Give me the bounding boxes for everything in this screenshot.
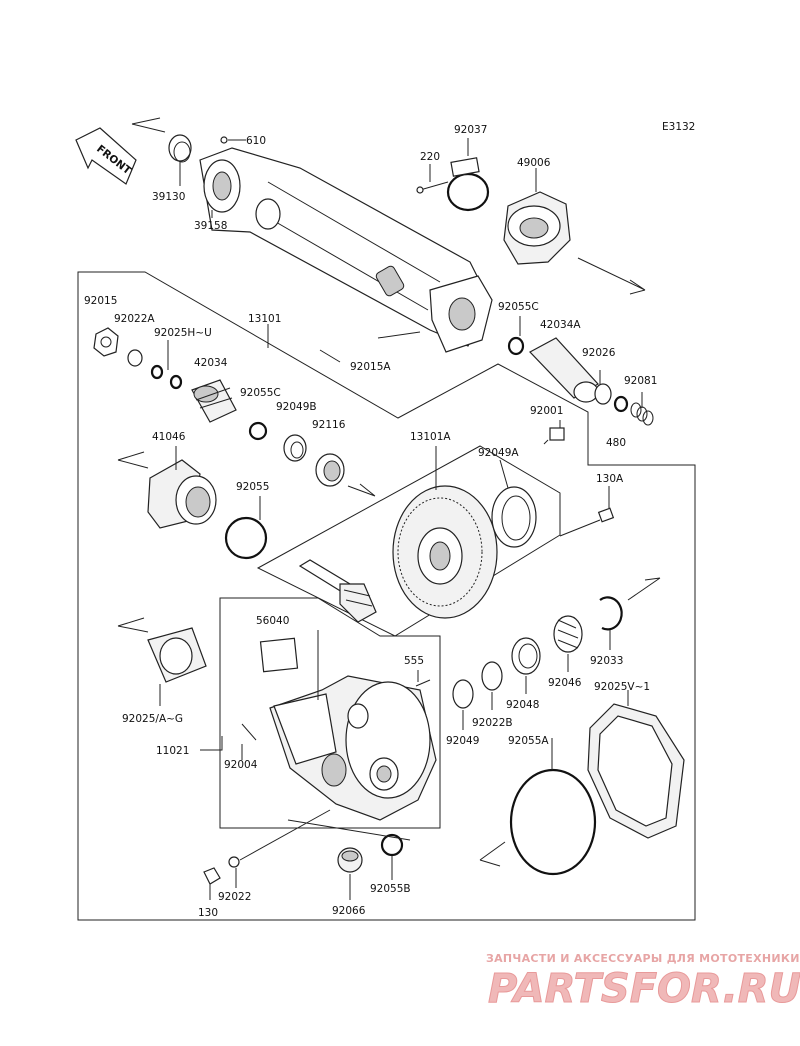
label-92025HU: 92025H~U (154, 327, 212, 339)
label-92066: 92066 (332, 905, 366, 917)
label-92022B: 92022B (472, 717, 513, 729)
label-480: 480 (606, 437, 626, 449)
needle-bearing-92046 (553, 615, 583, 653)
gasket-92025AG (147, 627, 207, 683)
label-92004: 92004 (224, 759, 258, 771)
watermark-tagline: ЗАПЧАСТИ И АКСЕССУАРЫ ДЛЯ МОТОТЕХНИКИ (486, 952, 800, 965)
label-42034: 42034 (194, 357, 228, 369)
label-13101: 13101 (248, 313, 281, 325)
washer-92022 (228, 856, 240, 868)
housing-41046 (147, 459, 217, 529)
collar-42034A (529, 337, 599, 403)
boot-49006 (503, 168, 571, 265)
label-plate-56040 (259, 637, 299, 673)
label-49006: 49006 (517, 157, 551, 169)
label-92022: 92022 (218, 891, 251, 903)
drive-shaft-housing (199, 147, 493, 353)
label-41046: 41046 (152, 431, 186, 443)
bolt-92001 (543, 427, 565, 445)
direction-arrows (117, 117, 661, 867)
label-92022A: 92022A (114, 313, 155, 325)
label-92025AG: 92025/A~G (122, 713, 183, 725)
seal-39130 (168, 134, 192, 163)
bottom-parts (203, 596, 685, 885)
label-39130: 39130 (152, 191, 185, 203)
label-92001: 92001 (530, 405, 563, 417)
label-92055B: 92055B (370, 883, 411, 895)
oring-92055B (380, 833, 404, 857)
coupling-42034 (191, 379, 237, 423)
label-130A: 130A (596, 473, 624, 485)
label-220: 220 (420, 151, 440, 163)
clamp-92037 (446, 138, 490, 212)
seal-92049 (452, 679, 474, 709)
seal-92049A (491, 486, 537, 548)
label-92026: 92026 (582, 347, 616, 359)
label-11021: 11021 (156, 745, 189, 757)
label-92025VI: 92025V~1 (594, 681, 650, 693)
nut-92015 (93, 327, 119, 357)
washer-92026 (594, 383, 612, 405)
ring-gear-13101A (392, 485, 498, 619)
diagram-code: E3132 (662, 121, 695, 133)
bolt-130A (559, 507, 615, 537)
plug-92066 (337, 847, 363, 873)
front-arrow-icon: FRONT (75, 127, 137, 185)
housing-frame (219, 597, 441, 829)
oring-92055C-right (507, 336, 525, 356)
oring-92055C-left (248, 421, 268, 441)
oring-480 (613, 395, 629, 413)
pinion-13101 (298, 559, 377, 623)
watermark-brand: PARTSFOR.RU (488, 966, 800, 1012)
bolt-130 (203, 867, 221, 885)
label-92037: 92037 (454, 124, 487, 136)
label-610: 610 (246, 135, 266, 147)
label-92055A: 92055A (508, 735, 549, 747)
label-92049: 92049 (446, 735, 479, 747)
gasket-92025VI (587, 703, 685, 839)
seal-92049B (283, 434, 307, 462)
screw-220 (416, 164, 449, 194)
shim-92025HU-2 (169, 374, 183, 390)
label-92116: 92116 (312, 419, 346, 431)
assembly-frame (77, 271, 696, 921)
label-39158: 39158 (194, 220, 227, 232)
label-92046: 92046 (548, 677, 582, 689)
circlip-92033 (599, 596, 623, 631)
label-555: 555 (404, 655, 424, 667)
label-13101A: 13101A (410, 431, 451, 443)
shim-92025HU-1 (150, 364, 164, 380)
label-42034A: 42034A (540, 319, 581, 331)
ring-gear-frame (256, 445, 561, 637)
oring-92055A (509, 768, 597, 876)
watermark-logo: ЗАПЧАСТИ И АКСЕССУАРЫ ДЛЯ МОТОТЕХНИКИ PA… (486, 952, 800, 1013)
label-92055C-right: 92055C (498, 301, 539, 313)
label-92055: 92055 (236, 481, 269, 493)
final-gear-case-11021 (269, 675, 437, 821)
label-92049B: 92049B (276, 401, 317, 413)
label-92015: 92015 (84, 295, 117, 307)
ring-92022B (481, 661, 503, 691)
label-92049A: 92049A (478, 447, 519, 459)
label-92048: 92048 (506, 699, 539, 711)
bearing-92116 (315, 453, 345, 487)
label-92055C-left: 92055C (240, 387, 281, 399)
label-92033: 92033 (590, 655, 623, 667)
pin-555 (415, 679, 431, 687)
oring-92055 (224, 516, 268, 560)
bearing-92048 (511, 637, 541, 675)
leader-lines (159, 139, 643, 900)
label-92015A: 92015A (350, 361, 391, 373)
label-56040: 56040 (256, 615, 289, 627)
label-130: 130 (198, 907, 218, 919)
label-92081: 92081 (624, 375, 657, 387)
stud-92004 (241, 723, 257, 741)
washer-92022A (127, 349, 143, 367)
